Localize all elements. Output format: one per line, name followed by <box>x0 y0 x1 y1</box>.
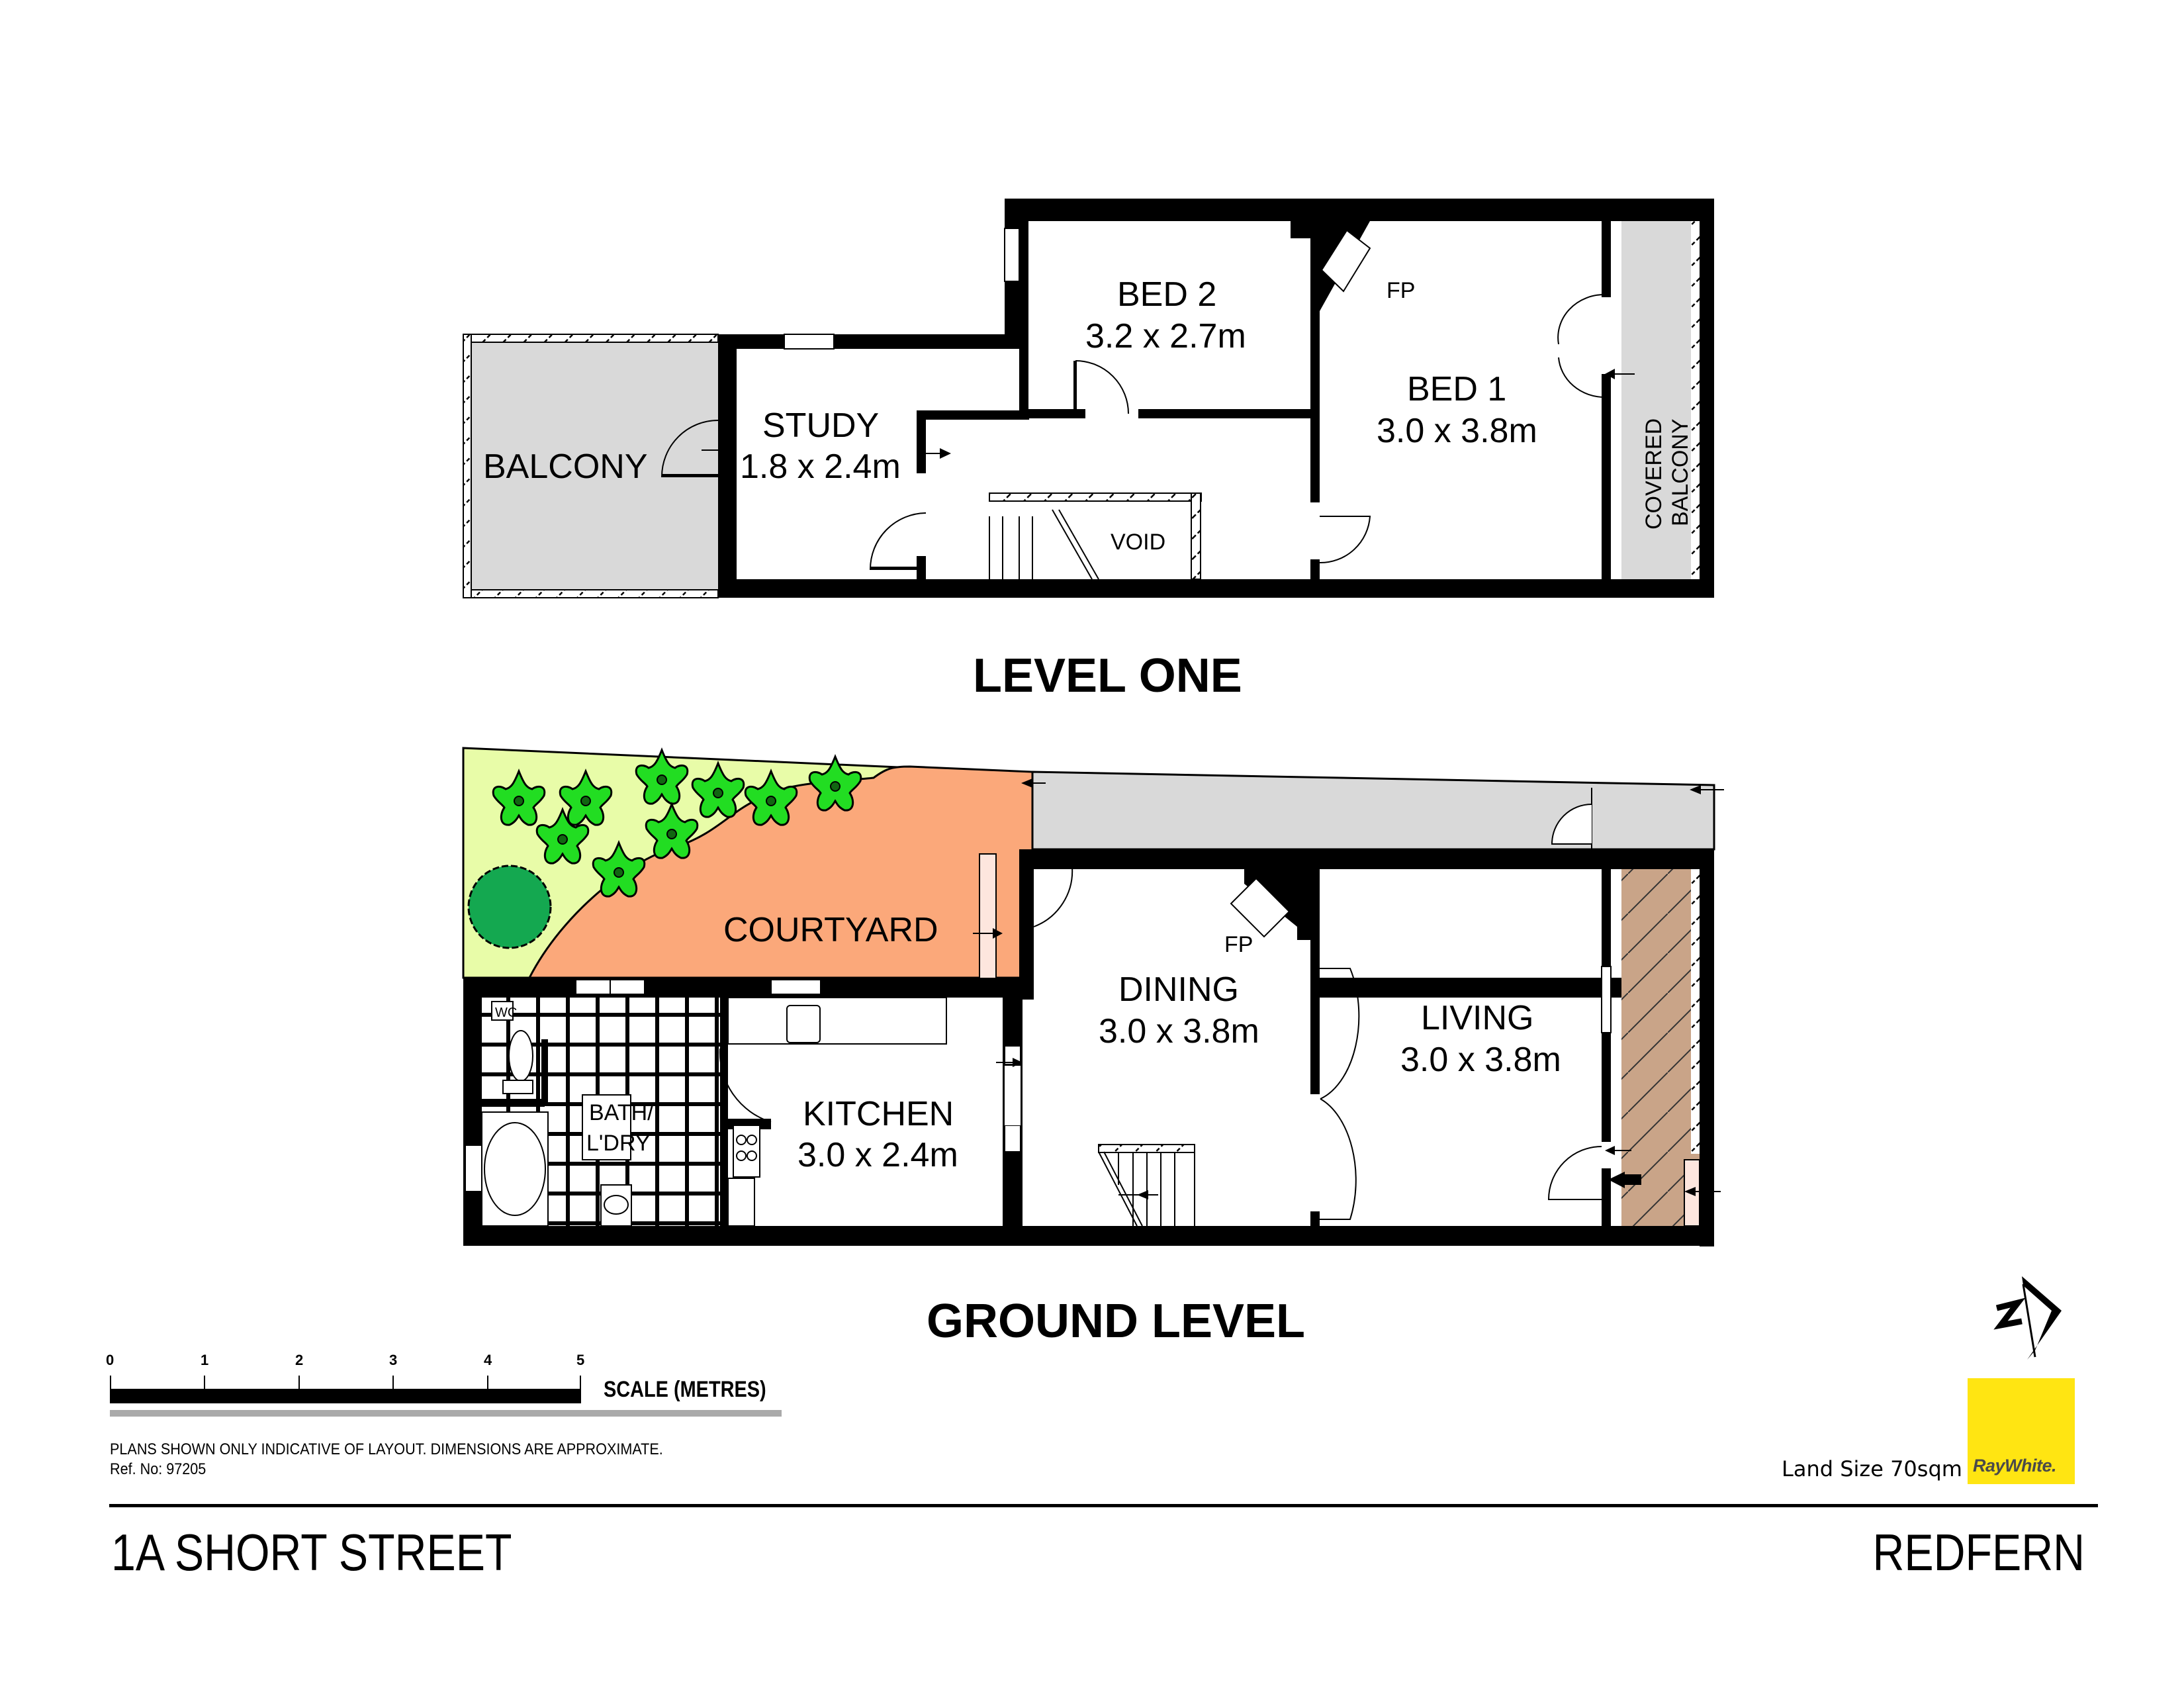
room-dims-living: 3.0 x 3.8m <box>1400 1041 1561 1079</box>
disclaimer-line: PLANS SHOWN ONLY INDICATIVE OF LAYOUT. D… <box>110 1440 663 1458</box>
raywhite-logo: RayWhite. <box>1968 1378 2075 1484</box>
room-label-kitchen: KITCHEN <box>803 1095 954 1133</box>
fireplace-label: FP <box>1387 278 1415 303</box>
level-one-title: LEVEL ONE <box>973 649 1242 702</box>
room-label-dining: DINING <box>1118 970 1239 1009</box>
room-dims-dining: 3.0 x 3.8m <box>1099 1012 1259 1051</box>
room-label-covered: COVERED <box>1641 418 1666 530</box>
covered-balcony-floor <box>1621 221 1691 579</box>
room-label-laundry: L'DRY <box>586 1131 651 1156</box>
wc-text: WC <box>495 1006 517 1020</box>
room-label-covered-balcony: BALCONY <box>1668 419 1693 527</box>
tree-icon <box>467 865 552 949</box>
scale-tick-0: 0 <box>106 1352 114 1368</box>
suburb: REDFERN <box>1872 1523 2085 1581</box>
scale-label: SCALE (METRES) <box>604 1377 766 1402</box>
room-dims-study: 1.8 x 2.4m <box>740 447 901 486</box>
room-label-balcony: BALCONY <box>483 447 648 486</box>
north-arrow-icon <box>1993 1276 2062 1360</box>
street-address: 1A SHORT STREET <box>111 1523 512 1581</box>
room-label-void: VOID <box>1111 530 1165 555</box>
scale-tick-3: 3 <box>389 1352 398 1368</box>
level-one-plan: BALCONY STUDY 1.8 x 2.4m BED 2 3.2 x 2.7… <box>463 199 1714 702</box>
room-label-living: LIVING <box>1421 999 1534 1037</box>
room-label-bed2: BED 2 <box>1117 275 1216 314</box>
courtyard-area <box>527 765 1034 979</box>
ground-level-plan: WC BATH/ L'DRY <box>462 747 1724 1348</box>
reference-number: Ref. No: 97205 <box>110 1460 206 1478</box>
cooktop-icon <box>733 1125 760 1178</box>
disclaimer: PLANS SHOWN ONLY INDICATIVE OF LAYOUT. D… <box>110 1440 663 1479</box>
scale-tick-1: 1 <box>201 1352 209 1368</box>
fireplace-label-ground: FP <box>1224 932 1253 957</box>
ground-level-title: GROUND LEVEL <box>927 1295 1305 1348</box>
main-entry-arrow-icon <box>1608 1172 1641 1188</box>
scale-tick-2: 2 <box>295 1352 304 1368</box>
room-label-bath: BATH/ <box>589 1100 654 1125</box>
room-label-bed1: BED 1 <box>1407 370 1506 408</box>
room-dims-bed2: 3.2 x 2.7m <box>1085 317 1246 355</box>
scale-tick-5: 5 <box>576 1352 585 1368</box>
sink-icon <box>786 1005 821 1043</box>
balcony-floor <box>463 334 718 598</box>
land-size: Land Size 70sqm <box>1782 1456 1962 1481</box>
room-dims-bed1: 3.0 x 3.8m <box>1377 412 1537 450</box>
brand-name: RayWhite. <box>1973 1456 2057 1476</box>
room-label-study: STUDY <box>762 406 879 445</box>
room-dims-kitchen: 3.0 x 2.4m <box>797 1136 958 1174</box>
toilet-icon <box>508 1030 533 1082</box>
room-label-courtyard: COURTYARD <box>723 911 938 949</box>
side-passage <box>1031 771 1715 851</box>
scale-tick-4: 4 <box>484 1352 492 1368</box>
scale-bar <box>110 1376 782 1417</box>
